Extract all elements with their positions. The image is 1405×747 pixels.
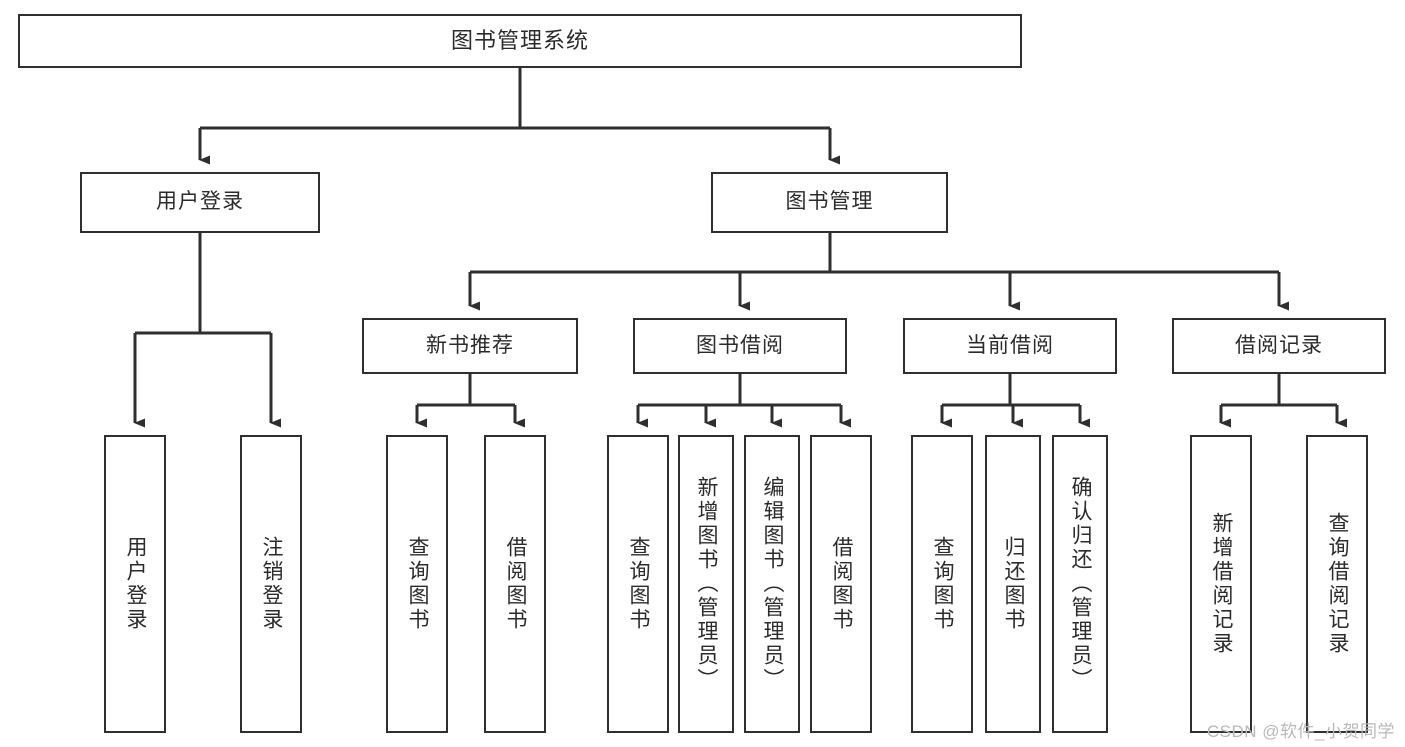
node-leaf-query-book-1[interactable]: 查询图书: [386, 435, 448, 733]
csdn-watermark: CSDN @软件_小贺同学: [1206, 722, 1395, 741]
node-leaf-add-book[interactable]: 新增图书（管理员）: [678, 435, 734, 733]
node-leaf-query-borrow-record-label: 查询借阅记录: [1326, 512, 1350, 656]
node-leaf-edit-book[interactable]: 编辑图书（管理员）: [744, 435, 800, 733]
node-leaf-user-login-label: 用户登录: [124, 536, 148, 632]
node-leaf-edit-book-label: 编辑图书（管理员）: [761, 476, 785, 692]
node-leaf-borrow-book-2[interactable]: 借阅图书: [810, 435, 872, 733]
node-current-borrow-label: 当前借阅: [966, 333, 1054, 357]
node-borrow-record-label: 借阅记录: [1235, 333, 1323, 357]
node-leaf-add-borrow-record-label: 新增借阅记录: [1210, 512, 1234, 656]
node-new-book-recommend-label: 新书推荐: [426, 333, 514, 357]
node-leaf-logout-label: 注销登录: [260, 536, 284, 632]
node-leaf-query-book-3[interactable]: 查询图书: [911, 435, 973, 733]
node-leaf-add-borrow-record[interactable]: 新增借阅记录: [1190, 435, 1252, 733]
node-leaf-query-borrow-record[interactable]: 查询借阅记录: [1306, 435, 1368, 733]
node-leaf-confirm-return-label: 确认归还（管理员）: [1069, 476, 1093, 692]
node-root-label: 图书管理系统: [450, 28, 589, 54]
node-user-login-label: 用户登录: [156, 190, 244, 214]
node-leaf-return-book[interactable]: 归还图书: [985, 435, 1041, 733]
node-leaf-query-book-2[interactable]: 查询图书: [607, 435, 669, 733]
node-book-manage-label: 图书管理: [785, 190, 874, 214]
node-leaf-query-book-1-label: 查询图书: [406, 536, 430, 632]
node-leaf-user-login[interactable]: 用户登录: [104, 435, 166, 733]
node-leaf-logout[interactable]: 注销登录: [240, 435, 302, 733]
node-book-manage[interactable]: 图书管理: [711, 172, 948, 233]
node-leaf-query-book-3-label: 查询图书: [931, 536, 955, 632]
node-leaf-return-book-label: 归还图书: [1002, 536, 1026, 632]
node-user-login[interactable]: 用户登录: [80, 172, 320, 233]
node-leaf-add-book-label: 新增图书（管理员）: [695, 476, 719, 692]
node-book-borrow[interactable]: 图书借阅: [633, 318, 847, 374]
node-book-borrow-label: 图书借阅: [696, 333, 784, 357]
node-borrow-record[interactable]: 借阅记录: [1172, 318, 1386, 374]
node-root[interactable]: 图书管理系统: [18, 14, 1022, 68]
node-leaf-borrow-book-1[interactable]: 借阅图书: [484, 435, 546, 733]
node-leaf-borrow-book-1-label: 借阅图书: [504, 536, 528, 632]
node-new-book-recommend[interactable]: 新书推荐: [362, 318, 578, 374]
node-current-borrow[interactable]: 当前借阅: [903, 318, 1117, 374]
node-leaf-borrow-book-2-label: 借阅图书: [830, 536, 854, 632]
node-leaf-query-book-2-label: 查询图书: [627, 536, 651, 632]
node-leaf-confirm-return[interactable]: 确认归还（管理员）: [1052, 435, 1108, 733]
